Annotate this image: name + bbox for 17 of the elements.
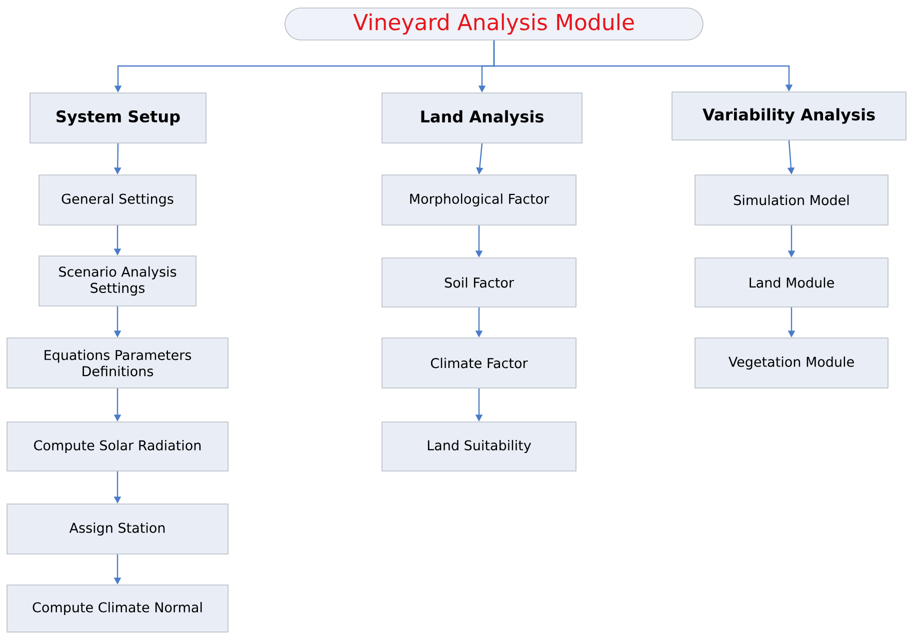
process-box: Simulation Model [694, 174, 888, 226]
process-box: Soil Factor [382, 258, 576, 308]
process-box: Vegetation Module [694, 338, 888, 388]
heading-box: Land Analysis [382, 92, 582, 144]
process-box: Land Module [694, 258, 888, 308]
process-box: Land Suitability [382, 422, 576, 472]
process-box: Scenario Analysis Settings [38, 256, 196, 306]
title-box: Vineyard Analysis Module [284, 8, 704, 40]
process-box: Equations Parameters Definitions [6, 338, 228, 388]
process-box: Climate Factor [382, 338, 576, 388]
heading-box: Variability Analysis [672, 92, 906, 140]
process-box: Assign Station [6, 504, 228, 554]
process-box: General Settings [38, 174, 196, 226]
heading-box: System Setup [30, 92, 206, 144]
process-box: Compute Climate Normal [6, 584, 228, 632]
process-box: Morphological Factor [382, 174, 576, 226]
process-box: Compute Solar Radiation [6, 422, 228, 472]
